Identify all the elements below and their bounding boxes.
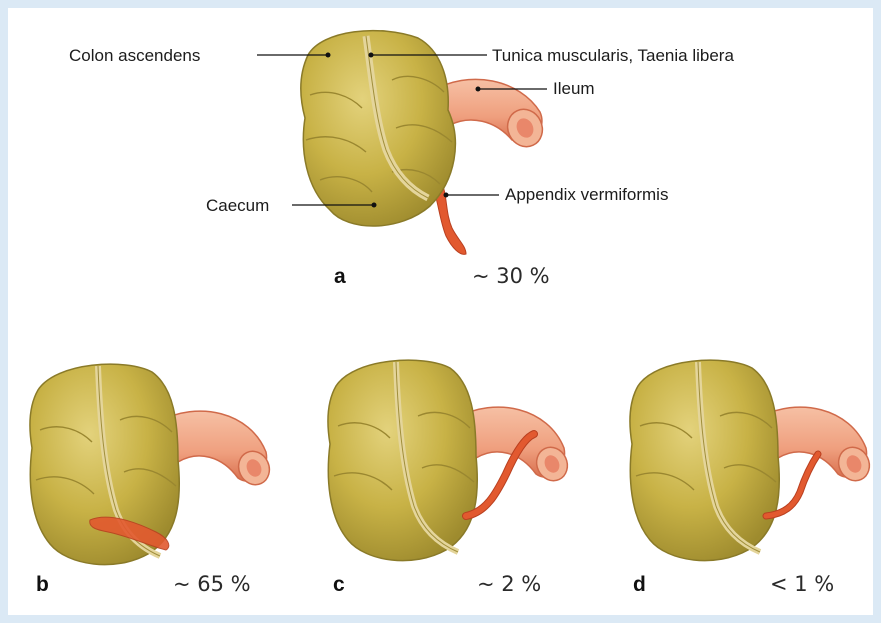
label-ileum: Ileum [553,79,595,98]
panel-letter-b: b [36,573,49,596]
label-appendix: Appendix vermiformis [505,185,668,204]
panel-d-illustration [630,360,875,560]
label-colon-ascendens: Colon ascendens [69,46,200,65]
label-caecum: Caecum [206,196,269,215]
panel-percent-c: ~ 2 % [477,572,541,596]
label-tunica: Tunica muscularis, Taenia libera [492,46,734,65]
panel-b-illustration [30,364,275,564]
panel-letter-c: c [333,573,345,596]
panel-percent-a: ~ 30 % [472,264,550,288]
panel-c-illustration [328,360,573,560]
panel-letter-a: a [334,265,346,288]
panel-letter-d: d [633,573,646,596]
panel-percent-d: < 1 % [770,572,834,596]
panel-percent-b: ~ 65 % [173,572,251,596]
